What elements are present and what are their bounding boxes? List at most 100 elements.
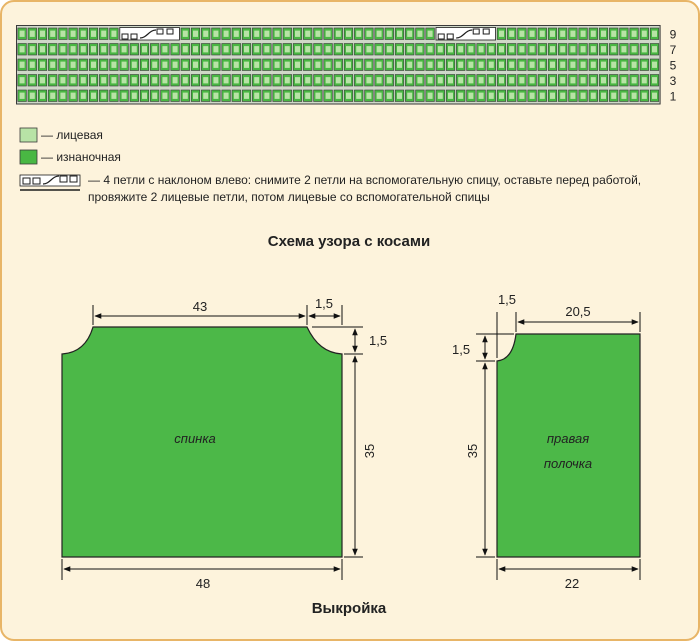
stitch-cell-inner <box>356 30 362 37</box>
stitch-cell-inner <box>284 30 290 37</box>
stitch-cell-inner <box>539 30 545 37</box>
stitch-cell-inner <box>254 77 260 84</box>
stitch-cell-inner <box>101 77 107 84</box>
stitch-cell-inner <box>131 92 137 99</box>
stitch-cell-inner <box>60 46 66 53</box>
stitch-cell-inner <box>233 30 239 37</box>
stitch-cell-inner <box>223 46 229 53</box>
stitch-cell-inner <box>611 77 617 84</box>
stitch-cell-inner <box>631 46 637 53</box>
stitch-cell-inner <box>101 46 107 53</box>
stitch-cell-inner <box>29 30 35 37</box>
stitch-cell-inner <box>203 92 209 99</box>
stitch-cell-inner <box>448 92 453 99</box>
stitch-cell-inner <box>244 77 249 84</box>
stitch-cell-inner <box>458 61 464 68</box>
stitch-cell-inner <box>233 77 239 84</box>
stitch-cell-inner <box>417 30 423 37</box>
stitch-cell-inner <box>233 92 239 99</box>
stitch-cell-inner <box>193 77 198 84</box>
stitch-cell-inner <box>244 46 249 53</box>
stitch-cell-inner <box>488 77 494 84</box>
stitch-cell-inner <box>223 77 229 84</box>
stitch-cell-inner <box>458 92 464 99</box>
stitch-cell-inner <box>376 77 382 84</box>
back-height-label: 35 <box>362 444 377 458</box>
stitch-cell-inner <box>560 92 566 99</box>
stitch-cell-inner <box>580 30 586 37</box>
stitch-cell-inner <box>478 46 484 53</box>
stitch-cell-inner <box>488 61 494 68</box>
back-shoulder-label: 1,5 <box>315 296 333 311</box>
stitch-cell-inner <box>407 46 413 53</box>
stitch-cell-inner <box>274 61 280 68</box>
stitch-cell-inner <box>376 30 382 37</box>
stitch-cell-inner <box>121 61 127 68</box>
legend-cable-label-line1: — 4 петли с наклоном влево: снимите 2 пе… <box>88 173 641 187</box>
front-bottom-width-label: 22 <box>565 576 579 591</box>
stitch-cell-inner <box>437 46 443 53</box>
stitch-cell-inner <box>366 77 372 84</box>
stitch-cell-inner <box>427 46 433 53</box>
stitch-cell-inner <box>335 92 341 99</box>
stitch-cell-inner <box>580 92 586 99</box>
stitch-cell-inner <box>386 46 392 53</box>
cable-stitch <box>130 33 138 40</box>
stitch-cell-inner <box>448 61 453 68</box>
stitch-cell-inner <box>519 30 525 37</box>
stitch-cell-inner <box>611 46 617 53</box>
stitch-cell-inner <box>631 61 637 68</box>
stitch-cell-inner <box>652 46 657 53</box>
stitch-cell-inner <box>631 92 637 99</box>
front-piece-label-line1: правая <box>547 431 589 446</box>
stitch-cell-inner <box>50 77 56 84</box>
stitch-cell-inner <box>111 92 117 99</box>
stitch-cell-inner <box>570 30 576 37</box>
front-neck-depth-label: 1,5 <box>452 342 470 357</box>
stitch-cell-inner <box>631 77 637 84</box>
stitch-cell-inner <box>315 30 321 37</box>
stitch-cell-inner <box>397 77 402 84</box>
stitch-cell-inner <box>244 30 249 37</box>
stitch-cell-inner <box>101 30 107 37</box>
stitch-cell-inner <box>376 92 382 99</box>
stitch-cell-inner <box>233 46 239 53</box>
stitch-cell-inner <box>468 46 474 53</box>
stitch-cell-inner <box>111 46 117 53</box>
legend: — лицевая — изнаночная — 4 петли с накло… <box>19 127 641 204</box>
stitch-cell-inner <box>386 61 392 68</box>
stitch-cell-inner <box>601 92 606 99</box>
stitch-cell-inner <box>50 61 56 68</box>
stitch-cell-inner <box>611 61 617 68</box>
back-piece-shape <box>61 326 343 558</box>
stitch-cell-inner <box>19 61 25 68</box>
stitch-cell-inner <box>29 92 35 99</box>
stitch-cell-inner <box>254 61 260 68</box>
stitch-cell-inner <box>50 30 56 37</box>
stitch-cell-inner <box>590 61 596 68</box>
stitch-cell-inner <box>560 77 566 84</box>
stitch-cell-inner <box>499 46 504 53</box>
stitch-cell-inner <box>550 46 555 53</box>
stitch-cell-inner <box>437 92 443 99</box>
stitch-cell-inner <box>162 77 168 84</box>
stitch-cell-inner <box>539 46 545 53</box>
pattern-caption: Схема узора с косами <box>268 233 430 250</box>
stitch-cell-inner <box>29 77 35 84</box>
stitch-cell-inner <box>641 30 647 37</box>
cable-stitch <box>482 28 490 35</box>
stitch-cell-inner <box>182 61 188 68</box>
stitch-cell-inner <box>641 92 647 99</box>
stitch-cell-inner <box>29 61 35 68</box>
back-top-width-label: 43 <box>193 299 207 314</box>
stitch-cell-inner <box>325 30 331 37</box>
stitch-cell-inner <box>264 77 270 84</box>
stitch-cell-inner <box>264 92 270 99</box>
stitch-cell-inner <box>478 77 484 84</box>
stitch-cell-inner <box>590 46 596 53</box>
stitch-cell-inner <box>468 77 474 84</box>
stitch-cell-inner <box>70 92 76 99</box>
stitch-cell-inner <box>519 92 525 99</box>
stitch-cell-inner <box>193 61 198 68</box>
